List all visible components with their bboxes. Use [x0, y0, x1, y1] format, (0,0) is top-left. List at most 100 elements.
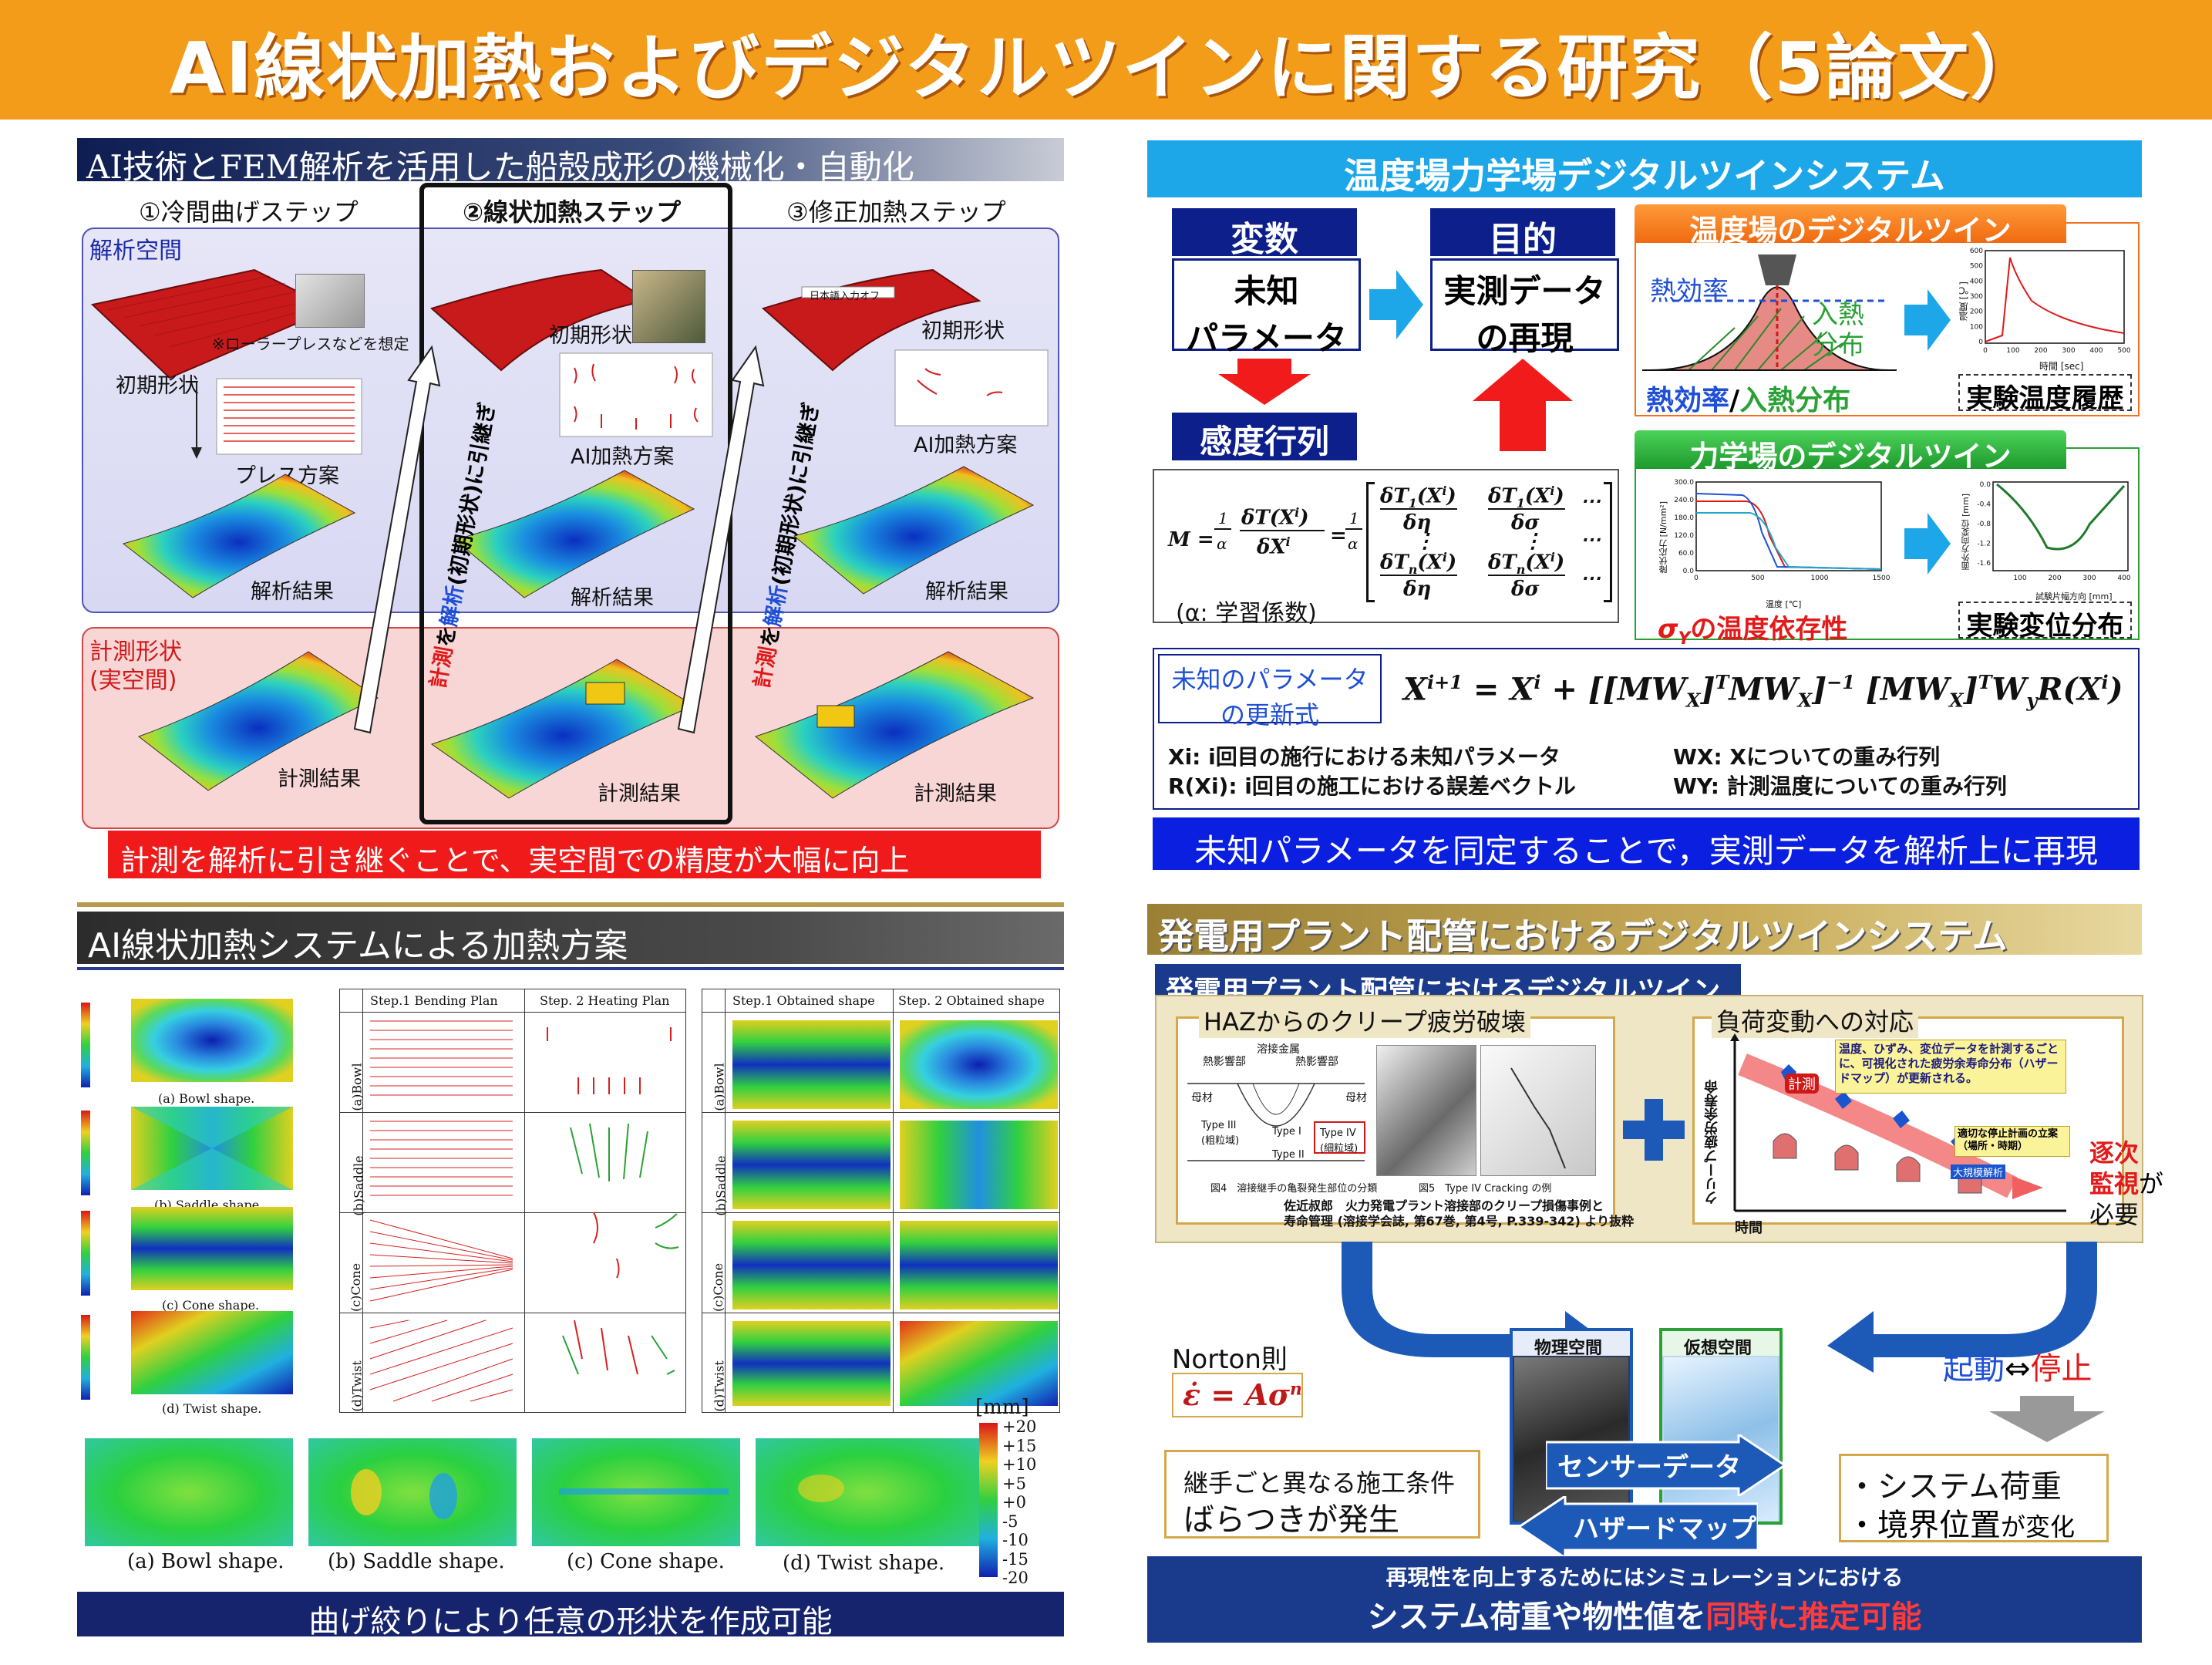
br-footer-2a: システム荷重や物性値を [1367, 1599, 1706, 1635]
heat-in-label-2: 分布 [1812, 330, 1864, 361]
virtual-space-image [1664, 1357, 1778, 1521]
virtual-title-bg [1662, 1331, 1779, 1356]
bl-header: AI線状加熱システムによる加熱方案 [77, 912, 1064, 966]
temp-x-tick-3: 300 [2062, 347, 2075, 355]
tl-screen-label: 日本語入力オフ [810, 291, 880, 302]
title-bar: AI線状加熱およびデジタルツインに関する研究（5論文） [0, 0, 2212, 123]
sys-2a: ・境界位置 [1847, 1508, 2001, 1543]
sigma-label: σYの温度依存性 [1658, 608, 1847, 649]
heating-robot-image [632, 270, 705, 343]
col-bending: Step.1 Bending Plan [370, 993, 498, 1008]
tr-panel: 温度場力学場デジタルツインシステム 変数 目的 未知 パラメータ 実測データ の… [1141, 139, 2143, 879]
gradual-3: が [2139, 1169, 2164, 1198]
tl-step1: ①冷間曲げステップ [139, 197, 359, 227]
sys-line-2: ・境界位置が変化 [1847, 1500, 2075, 1545]
fig4-cap: 図4 溶接継手の亀裂発生部位の分類 [1210, 1183, 1378, 1195]
tl-step3: ③修正加熱ステップ [786, 197, 1006, 227]
mech-twin-header: 力学場のデジタルツイン [1635, 430, 2066, 474]
contour-cone [81, 1207, 293, 1296]
exp-temp-label: 実験温度履歴 [1966, 383, 2124, 414]
physical-space-image [1514, 1357, 1628, 1521]
plan-table-grid [339, 989, 686, 1413]
unknown-line-1: 未知 [1234, 272, 1299, 310]
yield-chart-ylabel: 降伏応力 [N/mm²] [1658, 501, 1668, 574]
mech-twin-title: 力学場のデジタルツイン [1689, 440, 2012, 474]
col-obtained2: Step. 2 Obtained shape [898, 993, 1045, 1008]
tl-step2: ②線状加熱ステップ [463, 197, 682, 227]
temp-x-tick-0: 0 [1983, 347, 1988, 355]
fig-type3: Type III [1201, 1120, 1237, 1131]
error-colorbar [979, 1423, 998, 1577]
sensitivity-tag: 感度行列 [1172, 413, 1357, 460]
callout-box: 温度、ひずみ、変位データを計測するごとに、可視化された疲労余寿命分布（ハザードマ… [1835, 1040, 2066, 1094]
sys-1: ・システム荷重 [1847, 1469, 2062, 1505]
yield-y-tick-3: 120.0 [1674, 532, 1694, 540]
update-tag-1: 未知のパラメータ [1171, 665, 1369, 694]
norton-eq: ε̇ = Aσn [1183, 1377, 1302, 1412]
cond-2: ばらつきが発生 [1183, 1502, 1399, 1538]
cap-bowl: (a) Bowl shape. [127, 1550, 284, 1573]
shape-table-grid [702, 989, 1060, 1413]
fig-fine: (細粒域) [1320, 1143, 1359, 1154]
yield-y-tick-4: 60.0 [1678, 550, 1694, 558]
variable-tag: 変数 [1172, 208, 1357, 259]
br-footer: 再現性を向上するためにはシミュレーションにおける システム荷重や物性値を同時に推… [1147, 1556, 2142, 1643]
bending-plan-lines [369, 1020, 679, 1402]
exp-disp-label: 実験変位分布 [1966, 611, 2124, 642]
heat-in-label-1: 入熱 [1812, 299, 1864, 330]
temp-y-tick-5: 100 [1970, 323, 1983, 331]
yield-x-tick-3: 1500 [1873, 575, 1890, 582]
bl-gold-line [77, 902, 1064, 907]
norton-label: Norton則 [1172, 1344, 1288, 1375]
gray-down-arrow [1989, 1396, 2105, 1442]
yield-x-tick-1: 500 [1751, 575, 1764, 582]
disp-x-tick-0: 100 [2013, 575, 2026, 582]
obtained-shape-images [732, 1020, 1058, 1406]
crack-lines [1510, 1067, 1566, 1169]
stop-plan-text: 適切な停止計画の立案（場所・時期） [1958, 1128, 2059, 1152]
conditions-box [1164, 1450, 1480, 1539]
col-heating: Step. 2 Heating Plan [540, 993, 670, 1008]
fig-base-l: 母材 [1191, 1092, 1213, 1104]
right-curve-arrow [1827, 1242, 2097, 1373]
cite-2: 寿命管理 (溶接学会誌, 第67巻, 第4号, P.339-342) より抜粋 [1284, 1214, 1635, 1229]
start-stop: 起動⇔停止 [1943, 1343, 2092, 1388]
plus-icon [1623, 1099, 1685, 1161]
system-box [1839, 1454, 2109, 1542]
temp-x-tick-4: 400 [2089, 347, 2103, 355]
tr-footer: 未知パラメータを同定することで，実測データを解析上に再現 [1153, 817, 2140, 870]
update-equation: Xi+1 = Xi + [[MWX]TMWX]−1 [MWX]TWyR(Xi) [1403, 671, 2123, 712]
br-header-text: 発電用プラント配管におけるデジタルツインシステム [1158, 915, 2008, 957]
press-plan-image [216, 378, 362, 455]
crack-photo-1 [1376, 1045, 1476, 1176]
tl-analysis-label: 解析空間 [89, 238, 182, 265]
plan-table [339, 989, 686, 1413]
fig5-cap: 図5 Type IV Cracking の例 [1419, 1183, 1552, 1195]
handover-arrow-2 [677, 345, 765, 734]
tl-ai-plan-2: AI加熱方案 [914, 433, 1018, 457]
gradual-1: 逐次 [2089, 1138, 2140, 1168]
cite-1: 佐近叔郎 火力発電プラント溶接部のクリープ損傷事例と [1284, 1198, 1604, 1213]
contour-saddle [81, 1107, 293, 1195]
start-a: 起動 [1943, 1351, 2005, 1387]
disp-chart-xlabel: 試験片幅方向 [mm] [2035, 592, 2113, 602]
temp-chart-ylabel: 温度 [℃] [1958, 281, 1969, 322]
temp-y-tick-0: 600 [1970, 248, 1983, 255]
disp-y-tick-4: -1.6 [1977, 560, 1991, 568]
cap-twist: (d) Twist shape. [783, 1552, 945, 1575]
tl-footer-text: 計測を解析に引き継ぐことで、実空間での精度が大幅に向上 [120, 844, 910, 878]
tl-init-label-3: 初期形状 [921, 319, 1005, 343]
virtual-label: 仮想空間 [1684, 1339, 1752, 1358]
row-saddle-2: (b)Saddle [713, 1155, 729, 1216]
ai-plan-image-1 [559, 352, 713, 437]
tl-init-plate-3 [762, 268, 981, 372]
tl-result-2: 解析結果 [571, 586, 654, 610]
sys-2b: が変化 [2001, 1512, 2076, 1542]
tl-roller-note: ※ローラープレスなどを想定 [212, 335, 409, 353]
tr-footer-text: 未知パラメータを同定することで，実測データを解析上に再現 [1194, 832, 2098, 870]
cond-1: 継手ごと異なる施工条件 [1183, 1468, 1456, 1498]
yield-y-tick-1: 240.0 [1674, 497, 1694, 504]
tr-header-text: 温度場力学場デジタルツインシステム [1344, 155, 1945, 197]
